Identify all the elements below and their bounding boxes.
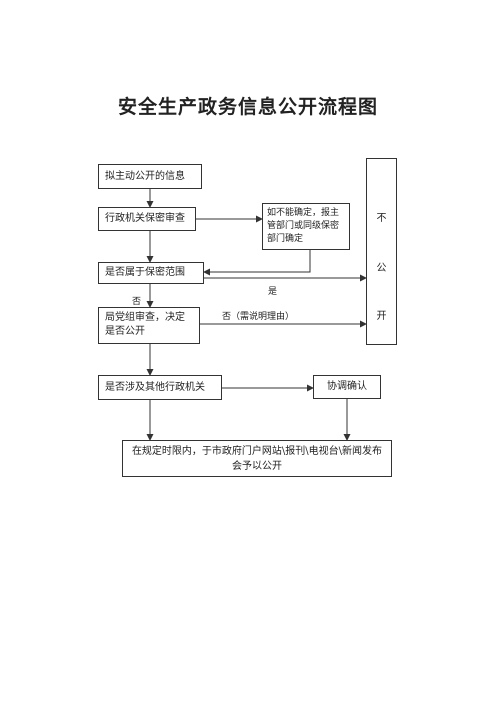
label-no-with-reason: 否（需说明理由）	[222, 312, 295, 322]
arrow-uncertain-to-scope	[203, 250, 311, 276]
page-title: 安全生产政务信息公开流程图	[117, 96, 378, 118]
node-draft-info: 拟主动公开的信息	[98, 164, 202, 189]
node-other-agency: 是否涉及其他行政机关	[98, 375, 222, 400]
node-admin-secrecy-review: 行政机关保密审查	[98, 207, 196, 231]
node-secret-scope: 是否属于保密范围	[98, 262, 204, 284]
node-uncertain-report: 如不能确定，报主管部门或同级保密部门确定	[262, 203, 350, 250]
node-coordinate: 协调确认	[313, 375, 381, 399]
node-not-public: 不 公 开	[366, 158, 397, 345]
node-party-review: 局党组审查，决定是否公开	[98, 307, 200, 344]
label-yes: 是	[268, 287, 278, 297]
not-public-char-2: 公	[376, 263, 387, 274]
label-no: 否	[132, 297, 142, 307]
node-publish: 在规定时限内，于市政府门户网站\报刊\电视台\新闻发布会予以公开	[122, 440, 392, 477]
not-public-char-1: 不	[376, 213, 387, 224]
not-public-char-3: 开	[376, 311, 387, 322]
